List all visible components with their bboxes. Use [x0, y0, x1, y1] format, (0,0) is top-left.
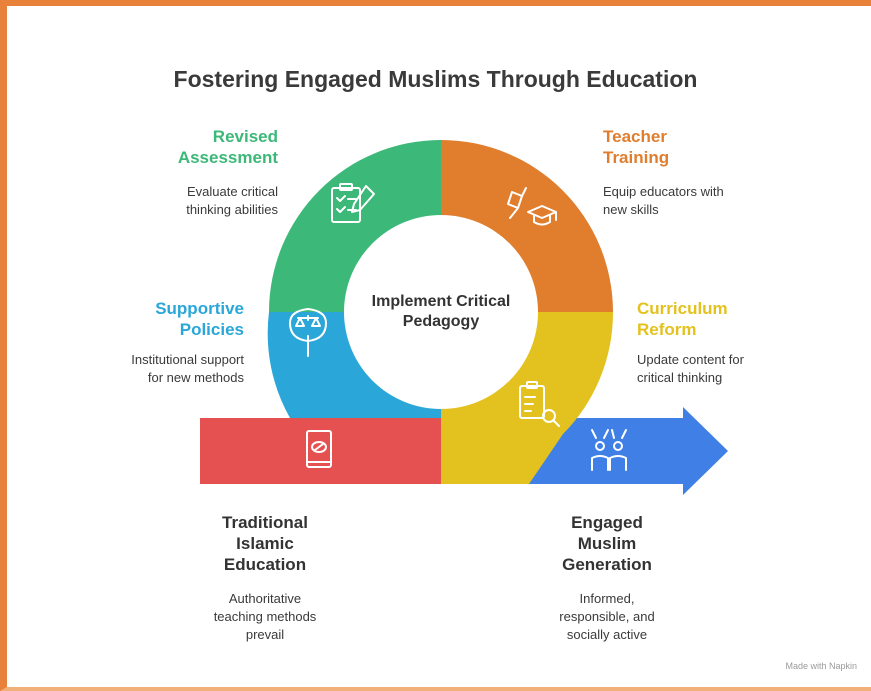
clipboard-search-icon	[519, 381, 560, 427]
segment-revised-assessment	[269, 140, 441, 312]
supportive-policies-desc: Institutional support for new methods	[131, 352, 244, 385]
segment-supportive-policies	[267, 312, 441, 418]
revised-assessment-desc: Evaluate critical thinking abilities	[186, 184, 278, 217]
segment-teacher-training	[441, 140, 613, 312]
diagram-title: Fostering Engaged Muslims Through Educat…	[173, 66, 698, 92]
start-label: Traditional Islamic Education	[222, 513, 308, 574]
scales-shield-icon	[289, 308, 327, 357]
clipboard-check-icon	[331, 183, 375, 223]
revised-assessment-label: Revised Assessment	[177, 127, 278, 167]
book-icon	[306, 430, 332, 468]
end-desc: Informed, responsible, and socially acti…	[559, 591, 655, 642]
center-label: Implement Critical Pedagogy	[371, 293, 511, 330]
people-raising-hands-icon	[591, 429, 627, 471]
supportive-policies-label: Supportive Policies	[155, 299, 244, 339]
teacher-training-label: Teacher Training	[603, 127, 670, 167]
curriculum-reform-label: Curriculum Reform	[637, 299, 728, 339]
teacher-hat-icon	[507, 187, 557, 226]
end-label: Engaged Muslim Generation	[562, 513, 652, 574]
curriculum-reform-desc: Update content for critical thinking	[637, 352, 744, 385]
teacher-training-desc: Equip educators with new skills	[603, 184, 724, 217]
start-desc: Authoritative teaching methods prevail	[213, 591, 317, 642]
made-with-footer: Made with Napkin	[785, 661, 857, 671]
